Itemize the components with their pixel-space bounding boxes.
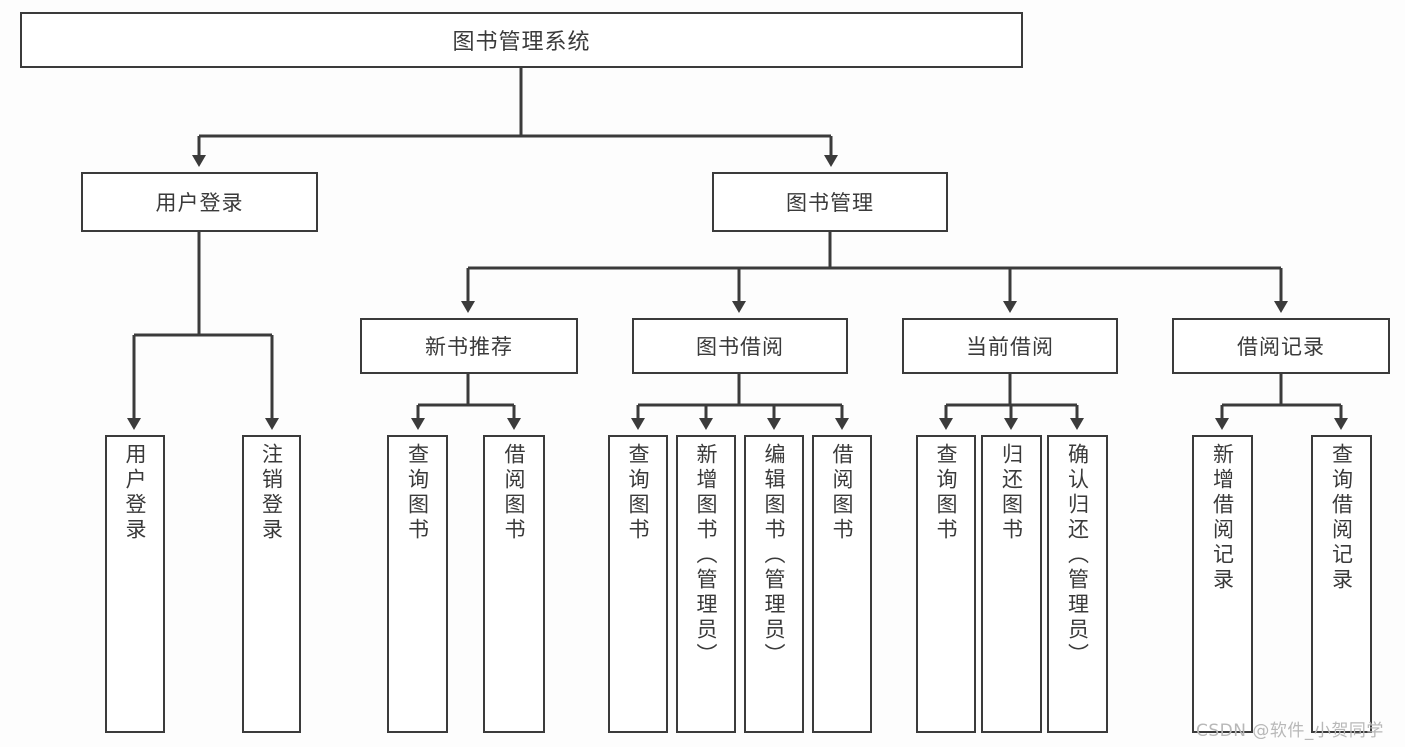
node-leaf-borrow-book-2[interactable]: 借阅图书 bbox=[812, 435, 872, 733]
node-leaf-return-book-label: 归还图书 bbox=[999, 443, 1024, 543]
node-leaf-query-book-2[interactable]: 查询图书 bbox=[608, 435, 668, 733]
node-book-manage-label: 图书管理 bbox=[786, 191, 874, 215]
node-leaf-query-book-3-label: 查询图书 bbox=[934, 443, 958, 543]
node-user-login[interactable]: 用户登录 bbox=[81, 172, 318, 232]
node-leaf-edit-book[interactable]: 编辑图书（管理员） bbox=[744, 435, 804, 733]
node-leaf-borrow-book-1[interactable]: 借阅图书 bbox=[483, 435, 545, 733]
node-leaf-add-book[interactable]: 新增图书（管理员） bbox=[676, 435, 736, 733]
node-book-manage[interactable]: 图书管理 bbox=[712, 172, 948, 232]
node-user-login-label: 用户登录 bbox=[155, 191, 244, 215]
node-root-label: 图书管理系统 bbox=[452, 30, 591, 55]
node-borrow-record-label: 借阅记录 bbox=[1237, 335, 1325, 359]
node-leaf-add-record[interactable]: 新增借阅记录 bbox=[1192, 435, 1253, 733]
node-current-borrow[interactable]: 当前借阅 bbox=[902, 318, 1118, 374]
node-leaf-return-book[interactable]: 归还图书 bbox=[981, 435, 1042, 733]
node-leaf-query-record[interactable]: 查询借阅记录 bbox=[1311, 435, 1372, 733]
node-leaf-borrow-book-2-label: 借阅图书 bbox=[830, 443, 854, 543]
node-new-book-rec-label: 新书推荐 bbox=[425, 335, 513, 359]
node-leaf-query-book-3[interactable]: 查询图书 bbox=[916, 435, 976, 733]
node-leaf-borrow-book-1-label: 借阅图书 bbox=[502, 443, 526, 543]
node-leaf-confirm-return[interactable]: 确认归还（管理员） bbox=[1047, 435, 1108, 733]
node-leaf-logout[interactable]: 注销登录 bbox=[242, 435, 301, 733]
node-leaf-edit-book-label: 编辑图书（管理员） bbox=[762, 443, 786, 668]
node-book-borrow-label: 图书借阅 bbox=[696, 335, 784, 359]
node-current-borrow-label: 当前借阅 bbox=[966, 335, 1054, 359]
node-leaf-query-book-2-label: 查询图书 bbox=[626, 443, 650, 543]
node-leaf-query-book-1[interactable]: 查询图书 bbox=[387, 435, 448, 733]
node-borrow-record[interactable]: 借阅记录 bbox=[1172, 318, 1390, 374]
node-leaf-user-login-label: 用户登录 bbox=[123, 443, 147, 543]
node-leaf-add-record-label: 新增借阅记录 bbox=[1210, 443, 1235, 593]
node-book-borrow[interactable]: 图书借阅 bbox=[632, 318, 848, 374]
connector-group bbox=[127, 68, 1348, 430]
node-leaf-query-record-label: 查询借阅记录 bbox=[1329, 443, 1354, 593]
node-new-book-rec[interactable]: 新书推荐 bbox=[360, 318, 578, 374]
node-leaf-logout-label: 注销登录 bbox=[259, 443, 284, 543]
node-root[interactable]: 图书管理系统 bbox=[20, 12, 1023, 68]
csdn-watermark: CSDN @软件_小贺同学 bbox=[1196, 721, 1384, 741]
node-leaf-query-book-1-label: 查询图书 bbox=[405, 443, 430, 543]
node-leaf-user-login[interactable]: 用户登录 bbox=[105, 435, 165, 733]
node-leaf-add-book-label: 新增图书（管理员） bbox=[694, 443, 718, 668]
node-leaf-confirm-return-label: 确认归还（管理员） bbox=[1065, 443, 1090, 668]
